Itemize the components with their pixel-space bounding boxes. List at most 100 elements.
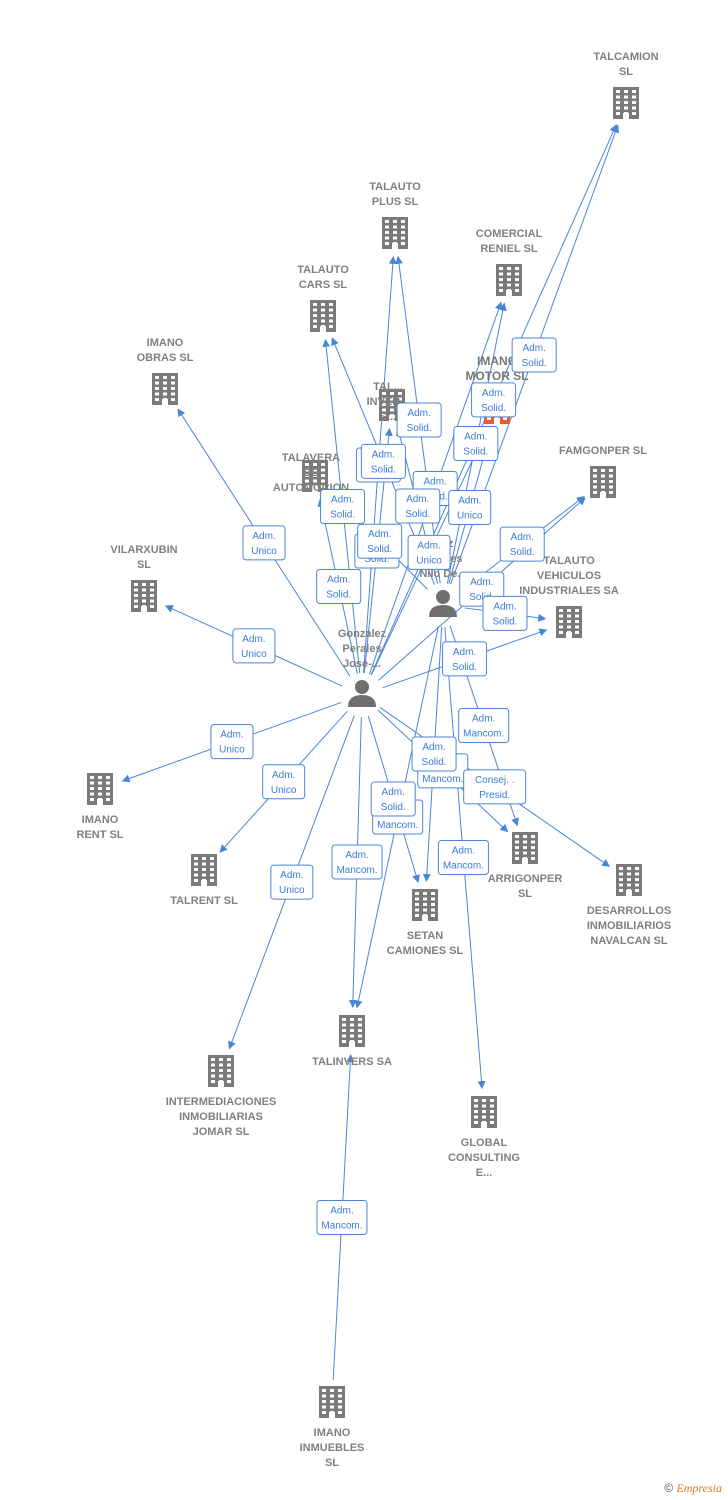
- building-window: [150, 583, 154, 586]
- building-window: [619, 872, 623, 876]
- building-window: [338, 1394, 342, 1398]
- building-window: [134, 594, 138, 597]
- node-gonzalez_jose[interactable]: GonzalezPeralesJose-...: [338, 628, 387, 707]
- role-badge-text: Adm.: [417, 540, 440, 551]
- building-door: [392, 243, 398, 249]
- node-label: INMOBILIARIOS: [587, 920, 671, 932]
- role-badge-box: [320, 488, 366, 524]
- role-badge[interactable]: Adm.Solid.: [360, 443, 406, 479]
- role-badge-text: Mancom.: [463, 729, 504, 740]
- building-door: [600, 492, 606, 498]
- building-icon: [87, 773, 113, 805]
- role-badge[interactable]: Adm.Mancom.: [331, 844, 383, 880]
- role-badge[interactable]: Adm.Unico: [242, 525, 286, 561]
- node-label: INTERMEDIACIONES: [166, 1096, 277, 1108]
- building-window: [401, 236, 405, 240]
- node-global_consulting[interactable]: GLOBALCONSULTINGE...: [448, 1096, 520, 1179]
- role-badge[interactable]: Adm.Solid.: [482, 595, 528, 631]
- building-window: [567, 609, 571, 612]
- role-badge[interactable]: Adm.Solid.: [357, 523, 403, 559]
- building-window: [90, 776, 94, 779]
- building-window: [515, 283, 519, 287]
- building-window: [330, 1394, 334, 1398]
- role-badge[interactable]: Adm. Solid.: [442, 641, 488, 677]
- building-window: [90, 792, 94, 796]
- role-badge[interactable]: Adm.Solid.: [411, 736, 457, 772]
- building-door: [349, 1041, 355, 1047]
- person-icon: [348, 680, 376, 707]
- role-badge[interactable]: Adm.Mancom.: [437, 840, 489, 876]
- role-badge-text: Adm.: [382, 787, 405, 798]
- node-talrent[interactable]: TALRENT SL: [170, 854, 238, 907]
- role-badge[interactable]: Adm.Unico: [210, 724, 254, 760]
- edges-layer: [121, 124, 620, 1381]
- role-badge-box: [360, 443, 406, 479]
- building-window: [322, 1411, 326, 1414]
- building-window: [609, 491, 613, 494]
- role-badge[interactable]: Adm.Solid.: [395, 488, 441, 524]
- role-badge[interactable]: Adm.Solid.: [453, 425, 499, 461]
- role-badge[interactable]: Adm.Unico: [407, 534, 451, 570]
- role-badge[interactable]: Adm.Mancom.: [458, 708, 510, 744]
- role-badge-box: [242, 525, 286, 561]
- building-window: [515, 272, 519, 276]
- node-label: MOTOR SL: [465, 369, 528, 383]
- brand-logo[interactable]: Empresia: [676, 1481, 722, 1495]
- building-door: [320, 326, 326, 332]
- building-window: [601, 485, 605, 489]
- role-badge[interactable]: Adm.Solid.: [370, 781, 416, 817]
- role-badge-text: Unico: [457, 510, 483, 521]
- role-badge-text: Mancom.: [336, 865, 377, 876]
- building-window: [601, 469, 605, 472]
- building-window: [313, 325, 317, 328]
- role-badge[interactable]: Consej. .Presid.: [463, 769, 527, 805]
- role-badge[interactable]: Adm.Solid.: [511, 337, 557, 373]
- building-window: [393, 225, 397, 229]
- role-badge-text: Adm.: [453, 647, 476, 658]
- building-window: [358, 1023, 362, 1027]
- building-window: [227, 1063, 231, 1067]
- role-badge[interactable]: Adm.Solid.: [316, 568, 362, 604]
- building-window: [499, 272, 503, 276]
- role-badge[interactable]: Adm.Solid.: [396, 402, 442, 438]
- building-window: [134, 588, 138, 592]
- building-window: [431, 897, 435, 901]
- building-window: [142, 599, 146, 603]
- role-badge-text: Solid.: [452, 662, 477, 673]
- node-label: Nilo De...: [419, 568, 466, 580]
- node-talinvers[interactable]: TALINVERS SA: [312, 1015, 392, 1068]
- role-badge[interactable]: Adm.Solid.: [471, 382, 517, 418]
- role-badge[interactable]: Adm.Unico: [262, 764, 306, 800]
- role-badge[interactable]: Adm.Mancom.: [316, 1199, 368, 1235]
- role-badge[interactable]: Adm.Solid.: [320, 488, 366, 524]
- building-window: [575, 631, 579, 634]
- building-window: [531, 857, 535, 860]
- building-icon: [152, 373, 178, 405]
- building-window: [171, 392, 175, 396]
- building-window: [194, 868, 198, 871]
- role-badge[interactable]: Adm.Unico: [270, 864, 314, 900]
- role-badge[interactable]: Adm.Unico: [448, 489, 492, 525]
- building-window: [342, 1018, 346, 1021]
- building-window: [98, 792, 102, 796]
- role-badge[interactable]: Adm.Unico: [232, 628, 276, 664]
- building-window: [523, 835, 527, 838]
- role-badge[interactable]: Adm.Solid.: [499, 526, 545, 562]
- building-window: [194, 873, 198, 877]
- node-famgonper[interactable]: FAMGONPER SL: [559, 445, 647, 498]
- building-window: [98, 781, 102, 785]
